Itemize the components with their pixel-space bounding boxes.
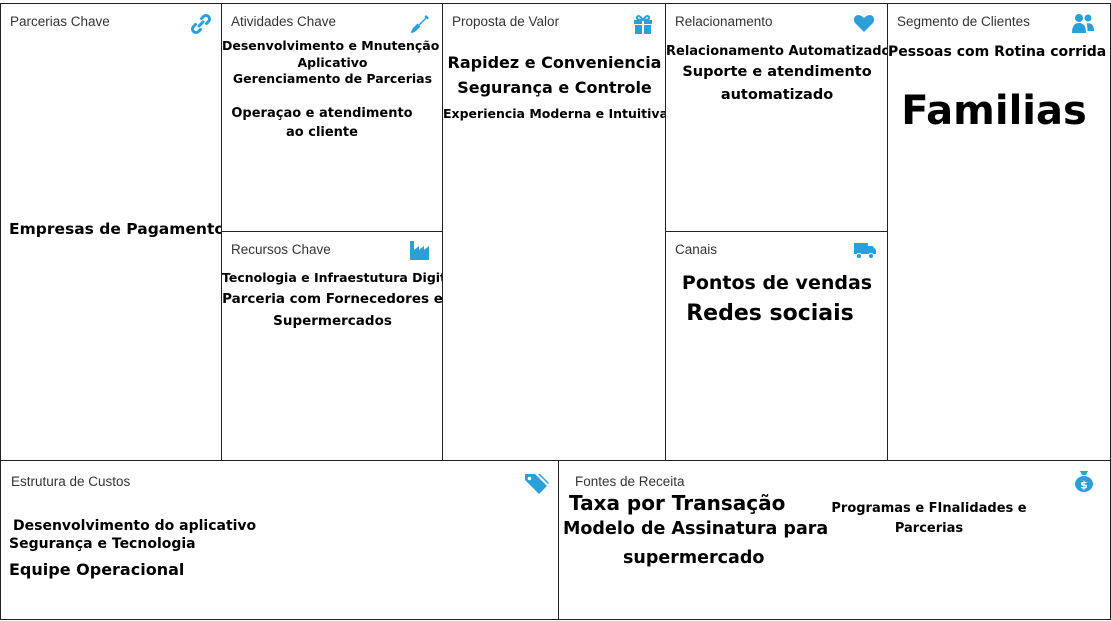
key-partners-block: Parcerias Chave Empresas de Pagamento	[0, 3, 223, 462]
svg-text:$: $	[1080, 479, 1088, 492]
cost-structure-title: Estrutura de Custos	[11, 474, 131, 489]
key-activities-item: Gerenciamento de Parcerias	[232, 71, 433, 86]
value-proposition-item: Segurança e Controle	[457, 78, 652, 97]
key-activities-block: Atividades Chave Desenvolvimento e Mnute…	[221, 3, 444, 233]
channels-item: Redes sociais	[686, 301, 854, 326]
gift-icon	[631, 12, 655, 36]
revenue-streams-title: Fontes de Receita	[575, 474, 685, 489]
revenue-streams-item: Parcerias	[894, 521, 964, 536]
channels-block: Canais Pontos de vendas Redes sociais	[665, 231, 889, 462]
money-bag-icon: $	[1072, 469, 1096, 493]
value-proposition-item: Experiencia Moderna e Intuitiva	[443, 106, 667, 121]
key-resources-item: Supermercados	[273, 313, 392, 329]
heart-icon	[852, 11, 876, 35]
key-partners-title: Parcerias Chave	[10, 14, 110, 29]
relationships-block: Relacionamento Relacionamento Automatiza…	[665, 3, 889, 233]
customer-segments-block: Segmento de Clientes Pessoas com Rotina …	[887, 3, 1111, 462]
truck-icon	[853, 238, 877, 262]
key-activities-item: Aplicativo	[297, 55, 368, 70]
value-proposition-title: Proposta de Valor	[452, 14, 560, 29]
link-icon	[189, 12, 213, 36]
key-activities-item: ao cliente	[286, 125, 358, 140]
cost-structure-item: Segurança e Tecnologia	[9, 536, 196, 552]
relationships-item: Relacionamento Automatizado	[666, 44, 889, 59]
customer-segments-item: Pessoas com Rotina corrida	[888, 44, 1107, 60]
channels-item: Pontos de vendas	[681, 272, 873, 294]
key-activities-item: Operaçao e atendimento	[231, 106, 413, 121]
revenue-streams-block: Fontes de Receita $ Taxa por Transação M…	[558, 460, 1111, 620]
key-resources-title: Recursos Chave	[231, 242, 331, 257]
cost-structure-item: Equipe Operacional	[9, 560, 185, 579]
relationships-item: automatizado	[720, 87, 834, 103]
cost-structure-item: Desenvolvimento do aplicativo	[13, 518, 257, 534]
key-resources-item: Parceria com Fornecedores e	[222, 291, 443, 307]
key-resources-item: Tecnologia e Infraestutura Digital	[222, 270, 444, 285]
key-partners-item: Empresas de Pagamento	[9, 220, 223, 238]
key-resources-block: Recursos Chave Tecnologia e Infraestutur…	[221, 231, 444, 462]
value-proposition-item: Rapidez e Conveniencia	[447, 53, 662, 72]
value-proposition-block: Proposta de Valor Rapidez e Conveniencia…	[442, 3, 667, 462]
shovel-icon	[408, 12, 432, 36]
key-activities-item: Desenvolvimento e Mnutenção do	[222, 38, 444, 53]
users-icon	[1071, 11, 1095, 35]
factory-icon	[408, 238, 432, 262]
relationships-item: Suporte e atendimento	[682, 64, 872, 80]
tags-icon	[522, 471, 550, 495]
revenue-streams-item: Modelo de Assinatura para	[563, 519, 829, 539]
customer-segments-title: Segmento de Clientes	[897, 14, 1030, 29]
key-activities-title: Atividades Chave	[231, 14, 337, 29]
revenue-streams-item: Taxa por Transação	[569, 491, 786, 515]
cost-structure-block: Estrutura de Custos Desenvolvimento do a…	[0, 460, 560, 620]
channels-title: Canais	[675, 242, 718, 257]
customer-segments-item: Familias	[901, 88, 1087, 134]
relationships-title: Relacionamento	[675, 14, 773, 29]
revenue-streams-item: supermercado	[623, 548, 765, 568]
revenue-streams-item: Programas e FInalidades e	[831, 501, 1027, 516]
